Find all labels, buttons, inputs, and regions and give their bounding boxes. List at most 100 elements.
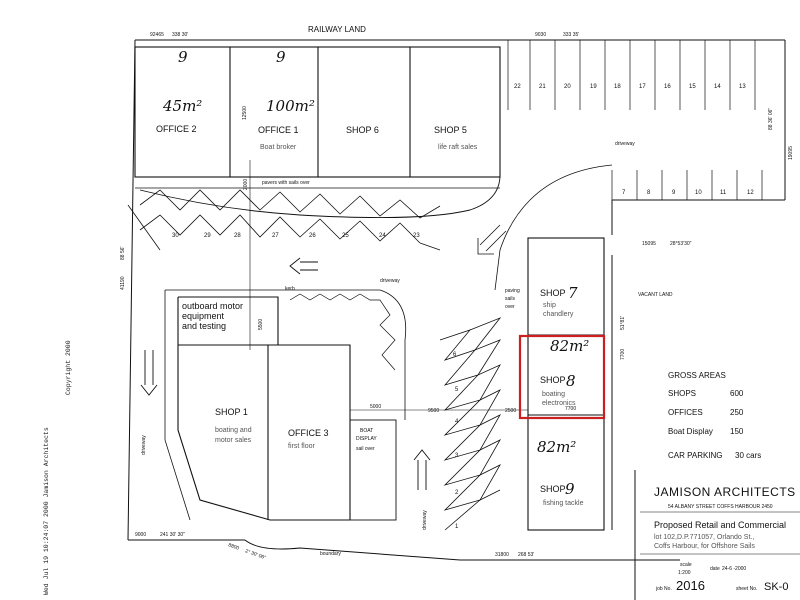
shop-8-sub-1: boating [542,391,565,398]
bottom-dim-2: 241 30' 30" [160,532,185,538]
paving-label-1: paving [505,288,520,294]
shop-9-label: SHOP [540,484,566,494]
parking-bay-7: 7 [622,190,626,196]
shop-8-num-hand: 8 [566,372,576,390]
parking-bay-14: 14 [714,84,721,90]
boundary-label: boundary [320,551,341,557]
parking-bay-18: 18 [614,84,621,90]
outboard-label-2: equipment [182,311,225,321]
gross-row-boat-label: Boat Display [668,427,713,436]
office-1-sub: Boat broker [260,144,297,151]
right-dim-6: 7700 [620,349,626,360]
office-1-top-hand: 9 [276,48,286,66]
dim-12500: 12500 [242,106,248,120]
bottom-dim-1: 9000 [135,532,146,538]
gross-row-offices-label: OFFICES [668,408,703,417]
parking-bay-22: 22 [514,84,521,90]
top-building [134,46,501,178]
central-curve [494,164,613,291]
gross-areas-table: GROSS AREAS SHOPS 600 OFFICES 250 Boat D… [668,371,761,460]
parking-bay-11: 11 [720,190,727,196]
right-parking-numbers: 7 8 9 10 11 12 [622,190,754,196]
office-3-label: OFFICE 3 [288,428,329,438]
bottom-dim-5: 31800 [495,552,509,558]
paving-label-3: over [505,304,515,310]
shop-9-area-hand: 82m² [537,438,576,456]
office-1-area-hand: 100m² [266,97,315,115]
parking-bay-4: 4 [455,419,459,425]
driveway-lower-label: driveway [422,510,428,530]
parking-bay-17: 17 [639,84,646,90]
arrow-down-icon [140,350,158,396]
arrow-up-icon [413,449,431,490]
shop-7-sub-1: ship [543,302,556,309]
planter-zigzag [289,293,396,371]
dim-5500: 5500 [258,319,264,330]
left-dim-1: 41190 [120,276,126,290]
shop-8-highlight [518,334,606,420]
parking-bay-21: 21 [539,84,546,90]
sail-over-label: sail over [356,446,375,452]
shop-9-num-hand: 9 [565,480,575,498]
office-2-label: OFFICE 2 [156,124,197,134]
dim-9500: 9500 [428,408,439,414]
gross-row-parking-value: 30 cars [735,451,761,460]
shop-9-sub: fishing tackle [543,500,584,507]
sheet-label: sheet No. [736,586,757,592]
parking-bay-1: 1 [455,524,459,530]
parking-bay-12: 12 [747,190,754,196]
lower-parking-zigzag [439,317,502,531]
parking-bay-9: 9 [672,190,676,196]
parking-bay-5: 5 [455,387,459,393]
shop-5-label: SHOP 5 [434,125,467,135]
shop-8-label: SHOP [540,375,566,385]
parking-bay-15: 15 [689,84,696,90]
dim-5000: 5000 [370,404,381,410]
parking-bay-30: 30 [172,233,179,239]
project-lot: lot 102,D.P.771057, Orlando St., [654,534,754,541]
gross-row-parking-label: CAR PARKING [668,451,723,460]
shop-7-sub-2: chandlery [543,311,574,318]
parking-bay-3: 3 [455,453,459,459]
plot-stamp: Wed Jul 19 10:24:07 2000 Jamison Archite… [43,427,50,595]
shop-6-label: SHOP 6 [346,125,379,135]
parking-bay-23: 23 [413,233,420,239]
scale-label: scale [680,562,692,568]
shop-1-sub-1: boating and [215,427,252,434]
title-block: JAMISON ARCHITECTS PTY 54 ALBANY STREET … [640,485,800,593]
copyright-note: Copyright 2000 [65,340,72,395]
shop-8-area-hand: 82m² [550,337,589,355]
driveway-left-label: driveway [141,435,147,455]
top-parking-numbers: 22 21 20 19 18 17 16 15 14 13 [514,84,746,90]
arrow-left-icon [289,257,318,275]
top-dim-1: 92465 [150,32,164,38]
right-dim-4: 28°53'30" [670,241,692,247]
landscape-curve [139,120,501,219]
boat-display-area [349,419,397,521]
gross-row-offices-value: 250 [730,408,744,417]
left-dim-2: 88 56' [120,246,126,260]
diagonal-parking-numbers: 30 29 28 27 26 25 24 23 [172,233,420,239]
lower-parking-numbers: 6 5 4 3 2 1 [453,352,459,530]
top-dim-2: 338 30' [172,32,188,38]
landscape-edge-left [164,290,191,521]
paving-label-2: sails [505,296,516,302]
shop-5-sub: life raft sales [438,144,478,151]
job-number: 2016 [676,578,705,593]
driveway-top-right: driveway [615,141,635,147]
gross-row-boat-value: 150 [730,427,744,436]
shop-8-sub-2: electronics [542,400,576,407]
right-dim-1: 19095 [788,146,794,160]
lower-building [177,296,351,521]
right-parking-lines [611,170,763,200]
parking-bay-25: 25 [342,233,349,239]
shop-7-num-hand: 7 [568,284,578,302]
dim-2500: 2500 [505,408,516,414]
bottom-dim-3: 8800 [227,542,240,552]
dim-2000: 2000 [243,179,249,190]
office-3-sub: first floor [288,443,316,450]
parking-bay-24: 24 [379,233,386,239]
kerb-label: kerb [285,286,295,292]
outboard-label-1: outboard motor [182,301,243,311]
